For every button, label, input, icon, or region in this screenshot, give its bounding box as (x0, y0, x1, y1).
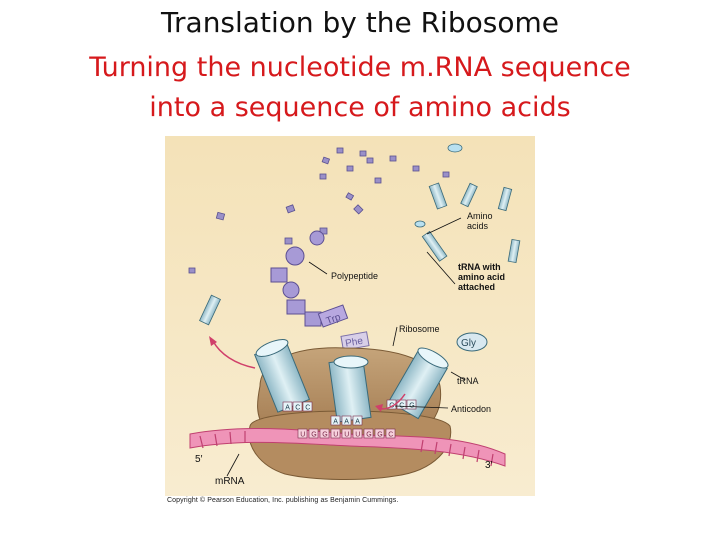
trna-amino-label-1: tRNA with (458, 262, 501, 272)
anticodon-base: A (330, 415, 341, 426)
codon-base-letter: U (344, 432, 349, 439)
free-trna-amino-heads (414, 143, 463, 228)
codon-base-letter: U (333, 432, 338, 439)
anticodon-base: A (282, 401, 293, 412)
ribosome-label: Ribosome (399, 324, 440, 334)
free-amino-acids (188, 147, 450, 274)
anticodon-label: Anticodon (451, 404, 491, 414)
trna-amino-label-2: amino acid (458, 272, 505, 282)
slide-title: Translation by the Ribosome (161, 6, 559, 39)
slide-subtitle-line-1: Turning the nucleotide m.RNA sequence (89, 52, 631, 83)
codon-base-letter: G (322, 432, 327, 439)
anticodon-base: G (406, 399, 417, 410)
copyright-notice: Copyright © Pearson Education, Inc. publ… (167, 497, 399, 504)
three-prime-label: 3′ (485, 460, 493, 471)
codon-base-letter: G (377, 432, 382, 439)
codon-base-letter: G (366, 432, 371, 439)
slide-subtitle-line-2: into a sequence of amino acids (149, 92, 571, 123)
polypeptide-label: Polypeptide (331, 271, 378, 281)
mrna-label: mRNA (215, 476, 245, 487)
anticodon-base-letter: A (344, 419, 349, 426)
free-trna-molecules (199, 182, 521, 326)
codon-base: G (363, 428, 374, 439)
anticodon-right: CCG (386, 399, 417, 410)
arrow-heads (209, 336, 383, 412)
phe-tag: Phe (340, 331, 370, 351)
codon-base: U (330, 428, 341, 439)
anticodon-base-letter: C (295, 405, 300, 412)
codon-base-letter: U (300, 432, 305, 439)
trna-amino-label-3: attached (458, 282, 495, 292)
leader-lines (308, 217, 466, 409)
amino-acids-label-1: Amino (467, 211, 493, 221)
anticodon-base: C (292, 401, 303, 412)
phe-label: Phe (344, 336, 364, 350)
anticodon-base: A (352, 415, 363, 426)
codon-base: U (297, 428, 308, 439)
codon-base: U (352, 428, 363, 439)
anticodon-base-letter: C (305, 405, 310, 412)
five-prime-label: 5′ (195, 454, 203, 465)
trna-label: tRNA (457, 376, 479, 386)
codon-base-letter: C (388, 432, 393, 439)
mrna-leader-line (226, 453, 240, 477)
anticodon-base-letter: A (285, 405, 290, 412)
ribosome-trna-middle (328, 355, 372, 423)
codon-base-letter: U (355, 432, 360, 439)
anticodon-base-letter: G (409, 403, 414, 410)
anticodon-base-letter: A (355, 419, 360, 426)
codon-base: G (319, 428, 330, 439)
gly-tag: Gly (456, 332, 488, 352)
trp-label: Trp (325, 312, 343, 327)
gly-label: Gly (461, 338, 476, 349)
codon-base: G (374, 428, 385, 439)
anticodon-base: A (341, 415, 352, 426)
codon-base: C (385, 428, 396, 439)
trp-tag: Trp (317, 304, 349, 328)
anticodon-base: C (302, 401, 313, 412)
codon-base: G (308, 428, 319, 439)
amino-acids-label-2: acids (467, 221, 489, 231)
codon-base-letter: G (311, 432, 316, 439)
anticodon-base-letter: A (333, 419, 338, 426)
codon-base: U (341, 428, 352, 439)
